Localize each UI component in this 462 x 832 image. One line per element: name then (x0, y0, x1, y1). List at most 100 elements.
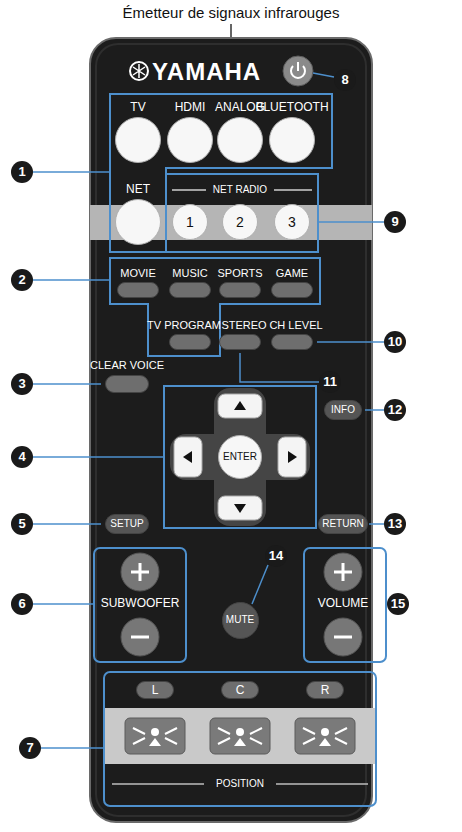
plus-minus-buttons (121, 618, 159, 656)
dpad (170, 388, 310, 526)
remote-body (96, 44, 366, 816)
dpad (278, 437, 306, 477)
leader-line (33, 279, 110, 281)
leader-line (33, 171, 110, 173)
remote-button: 1 (172, 204, 208, 240)
button-label: GAME (276, 267, 308, 280)
callout-number: 9 (384, 211, 406, 233)
button-label: HDMI (175, 101, 206, 115)
callout-number: 15 (387, 593, 409, 615)
leader-line (33, 456, 164, 458)
button-label: SETUP (110, 519, 143, 529)
labelled-button: CLEAR VOICE (105, 375, 149, 393)
remote-button: ENTER (218, 435, 262, 479)
button-label: TV PROGRAM (147, 319, 221, 332)
leader-line (317, 341, 384, 343)
button-label: MOVIE (120, 267, 155, 280)
position-band (125, 718, 185, 754)
callout-bracket (110, 258, 320, 356)
plus-minus-buttons (324, 553, 362, 591)
button-label: R (321, 684, 330, 696)
yamaha-emblem (130, 62, 148, 80)
callout-number: 3 (11, 373, 33, 395)
callout-number: 7 (19, 737, 41, 759)
callout-number: 11 (319, 371, 341, 393)
remote-button: C (221, 681, 259, 699)
group-label: POSITION (216, 778, 264, 790)
dpad (174, 437, 202, 477)
dpad (234, 504, 246, 513)
button-label: C (236, 684, 245, 696)
callout-bracket (94, 548, 186, 662)
leader-line (365, 409, 384, 411)
button-label: 3 (288, 215, 296, 229)
power-button (283, 56, 313, 86)
button-label: 2 (236, 215, 244, 229)
dpad (214, 388, 266, 526)
callout-bracket (164, 386, 316, 528)
dpad (218, 496, 262, 520)
labelled-button: TV PROGRAM (169, 334, 211, 350)
emitter-line (231, 24, 232, 38)
labelled-button: ANALOG (217, 117, 263, 163)
leader-line (318, 221, 384, 223)
remote-button: RETURN (318, 514, 368, 534)
labelled-button: STEREO (219, 334, 261, 350)
labelled-button: BLUETOOTH (269, 117, 315, 163)
dpad (288, 451, 297, 463)
labelled-button: CH LEVEL (271, 334, 313, 350)
callout-number: 13 (384, 513, 406, 535)
labelled-button: MUSIC (169, 282, 211, 298)
callout-bracket (94, 94, 386, 806)
brand-logo: YAMAHA (152, 58, 261, 86)
plus-minus-buttons (131, 636, 149, 639)
callout-number: 10 (384, 331, 406, 353)
plus-minus-buttons (334, 636, 352, 639)
position-band (276, 783, 368, 785)
button-label: TV (130, 101, 145, 115)
position-band (104, 708, 376, 784)
emitter-line (230, 24, 232, 38)
labelled-button: MOVIE (117, 282, 159, 298)
remote-button: SETUP (105, 514, 149, 534)
callout-number: 2 (11, 269, 33, 291)
remote-button: L (136, 681, 174, 699)
button-label: INFO (331, 405, 355, 415)
button-label: CLEAR VOICE (90, 359, 164, 372)
dpad (234, 401, 246, 410)
button-label: 1 (186, 215, 194, 229)
button-label: NET (126, 183, 150, 197)
remote-body (90, 38, 372, 822)
leader-line (252, 565, 268, 604)
group-label: NET RADIO (213, 184, 267, 196)
callout-number: 14 (265, 545, 287, 567)
position-band (210, 718, 270, 754)
labelled-button: NET (115, 199, 161, 245)
leader-line (33, 383, 101, 385)
button-label: ENTER (223, 452, 257, 462)
remote-body (90, 38, 372, 822)
leader-line (369, 523, 384, 525)
button-label: MUTE (226, 615, 254, 625)
button-label: SPORTS (217, 267, 262, 280)
leader-line (41, 747, 104, 749)
button-label: BLUETOOTH (255, 101, 328, 115)
callout-bracket (166, 174, 318, 252)
button-label: CH LEVEL (269, 319, 322, 332)
callout-number: 12 (384, 399, 406, 421)
remote-button: 2 (222, 204, 258, 240)
yamaha-emblem (133, 64, 145, 78)
button-label: RETURN (322, 519, 364, 529)
labelled-button: GAME (271, 282, 313, 298)
leader-line (33, 73, 387, 748)
power-button (297, 62, 299, 71)
remote-button: 3 (274, 204, 310, 240)
emitter-label: Émetteur de signaux infrarouges (123, 4, 340, 21)
plus-minus-buttons (334, 563, 352, 581)
leader-line (33, 523, 101, 525)
labelled-button: TV (115, 117, 161, 163)
button-label: STEREO (221, 319, 266, 332)
yamaha-emblem (130, 62, 148, 80)
remote-button: MUTE (222, 602, 259, 639)
dpad (183, 451, 192, 463)
